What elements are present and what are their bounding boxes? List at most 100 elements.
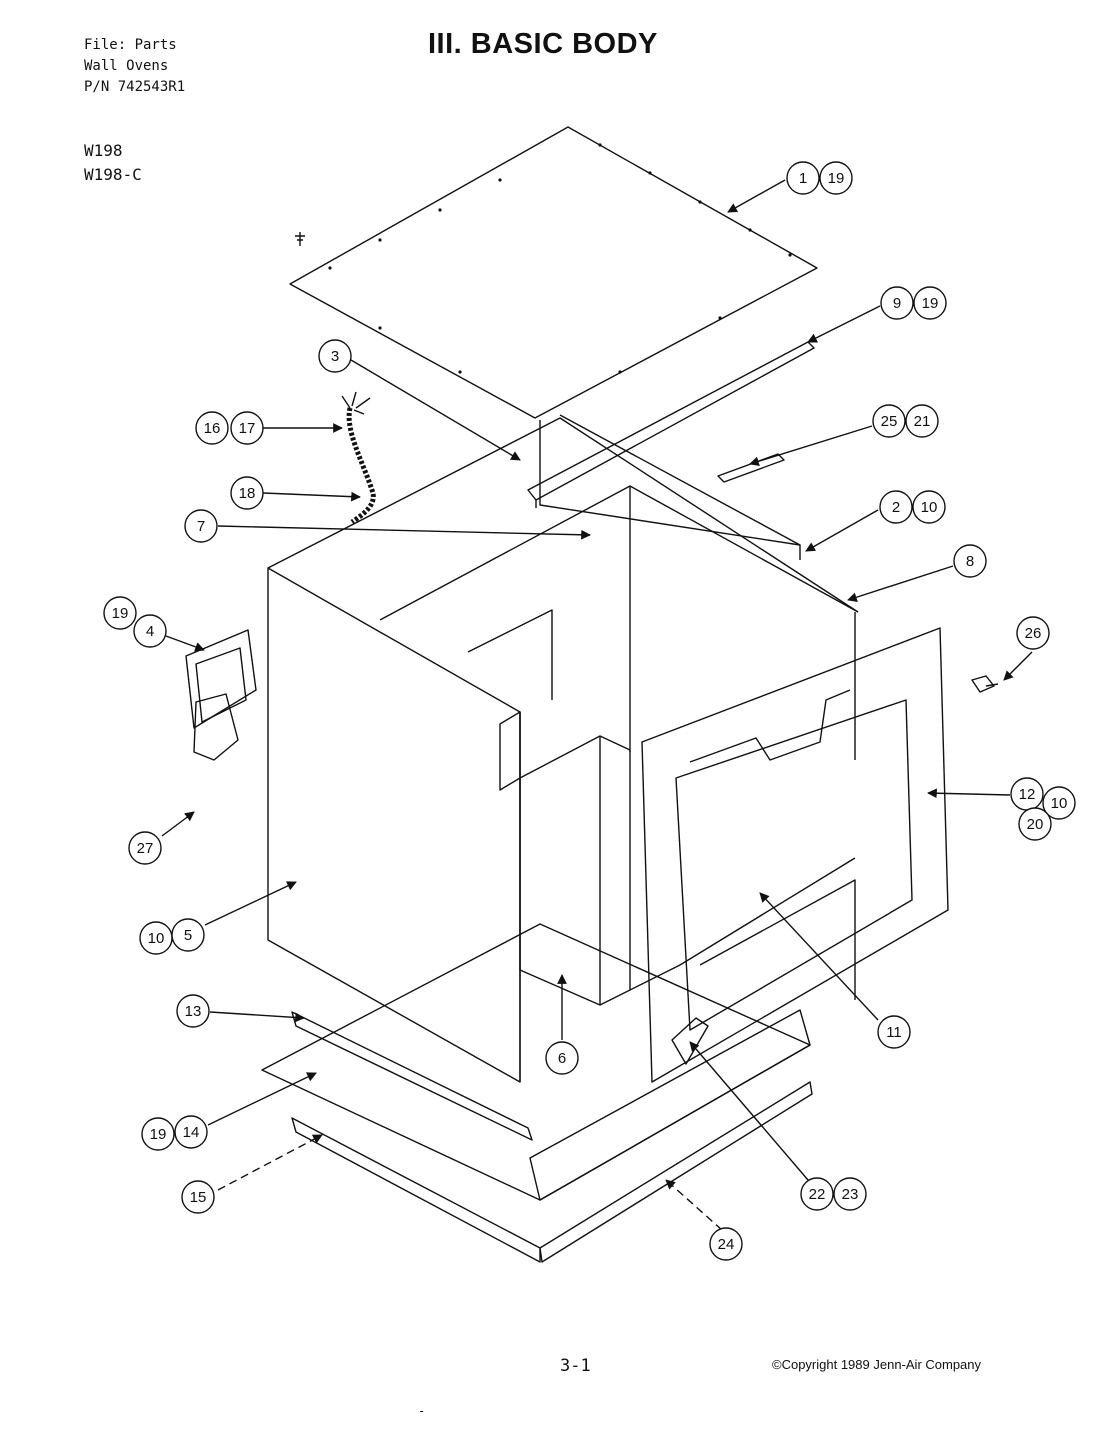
footer-mark: - xyxy=(418,1404,426,1418)
callout-label: 2 xyxy=(892,499,900,516)
callout-9: 9 xyxy=(880,286,914,320)
callout-19: 19 xyxy=(141,1117,175,1151)
callout-16: 16 xyxy=(195,411,229,445)
callout-label: 10 xyxy=(921,499,938,516)
file-line: P/N 742543R1 xyxy=(84,79,186,95)
copyright: ©Copyright 1989 Jenn-Air Company xyxy=(772,1357,982,1372)
callout-label: 6 xyxy=(558,1050,566,1067)
callout-2: 2 xyxy=(879,490,913,524)
callout-18: 18 xyxy=(230,476,264,510)
conduit xyxy=(346,407,376,525)
cabinet-inner-back xyxy=(467,609,553,700)
file-line: Wall Ovens xyxy=(84,58,169,74)
callout-11: 11 xyxy=(877,1015,911,1049)
callout-23: 23 xyxy=(833,1177,867,1211)
callout-circle xyxy=(786,161,820,195)
top-rail xyxy=(527,341,815,501)
callout-circle xyxy=(195,411,229,445)
callout-label: 16 xyxy=(204,420,221,437)
callout-circle xyxy=(103,596,137,630)
bracket-25 xyxy=(717,453,785,483)
callout-label: 19 xyxy=(828,170,845,187)
callout-circle xyxy=(833,1177,867,1211)
callout-4: 4 xyxy=(133,614,167,648)
callout-circle xyxy=(800,1177,834,1211)
top-edge xyxy=(267,417,859,613)
callout-5: 5 xyxy=(171,918,205,952)
callout-label: 15 xyxy=(190,1189,207,1206)
callout-circle xyxy=(877,1015,911,1049)
front-frame xyxy=(641,627,949,1083)
callout-circle xyxy=(913,286,947,320)
callout-label: 13 xyxy=(185,1003,202,1020)
callout-circle xyxy=(1042,786,1076,820)
page-number: 3-1 xyxy=(560,1356,591,1376)
bottom-panel-14 xyxy=(261,923,811,1201)
callout-19: 19 xyxy=(103,596,137,630)
callout-label: 18 xyxy=(239,485,256,502)
callout-8: 8 xyxy=(953,544,987,578)
bottom-rail-24 xyxy=(539,1081,813,1263)
callout-15: 15 xyxy=(181,1180,215,1214)
callout-10: 10 xyxy=(1042,786,1076,820)
callout-circle xyxy=(181,1180,215,1214)
file-line: File: Parts xyxy=(84,37,177,53)
callout-label: 8 xyxy=(966,553,974,570)
callout-10: 10 xyxy=(139,921,173,955)
door-hinge xyxy=(671,1017,709,1065)
callout-circle xyxy=(1018,807,1052,841)
callout-label: 10 xyxy=(1051,795,1068,812)
callout-label: 17 xyxy=(239,420,256,437)
callout-circle xyxy=(819,161,853,195)
callout-22: 22 xyxy=(800,1177,834,1211)
callout-24: 24 xyxy=(709,1227,743,1261)
callout-label: 23 xyxy=(842,1186,859,1203)
callout-circle xyxy=(133,614,167,648)
callout-3: 3 xyxy=(318,339,352,373)
top-frame-back xyxy=(379,485,859,621)
callout-label: 10 xyxy=(148,930,165,947)
callout-circle xyxy=(953,544,987,578)
callout-10: 10 xyxy=(912,490,946,524)
callout-circle xyxy=(879,490,913,524)
callout-label: 1 xyxy=(799,170,807,187)
callout-circle xyxy=(905,404,939,438)
conduit-wires xyxy=(341,391,371,415)
callout-label: 19 xyxy=(150,1126,167,1143)
callout-label: 12 xyxy=(1019,786,1036,803)
callout-label: 26 xyxy=(1025,625,1042,642)
callout-13: 13 xyxy=(176,994,210,1028)
callout-circle xyxy=(709,1227,743,1261)
callout-circle xyxy=(872,404,906,438)
model-number: W198-C xyxy=(84,165,142,184)
callout-circle xyxy=(174,1115,208,1149)
callout-label: 9 xyxy=(893,295,901,312)
callout-label: 11 xyxy=(886,1024,902,1041)
callout-label: 19 xyxy=(112,605,129,622)
callout-circle xyxy=(230,411,264,445)
callout-circle xyxy=(184,509,218,543)
terminal-block xyxy=(193,693,239,761)
top-panel-screw xyxy=(295,232,305,246)
callout-27: 27 xyxy=(128,831,162,865)
callout-label: 5 xyxy=(184,927,192,944)
callout-label: 20 xyxy=(1027,816,1044,833)
callout-circle xyxy=(128,831,162,865)
callout-label: 14 xyxy=(183,1124,200,1141)
element-fitting xyxy=(971,675,999,693)
wiring-bracket xyxy=(185,629,257,729)
callout-circle xyxy=(545,1041,579,1075)
callout-26: 26 xyxy=(1016,616,1050,650)
callout-label: 7 xyxy=(197,518,205,535)
callout-19: 19 xyxy=(819,161,853,195)
lower-front-panel xyxy=(519,735,601,1006)
callout-label: 3 xyxy=(331,348,339,365)
callout-12: 12 xyxy=(1010,777,1044,811)
model-number: W198 xyxy=(84,141,123,160)
callout-label: 25 xyxy=(881,413,898,430)
front-frame-opening xyxy=(675,699,913,1031)
file-info: File: Parts Wall Ovens P/N 742543R1 xyxy=(84,35,185,98)
callout-circle xyxy=(318,339,352,373)
